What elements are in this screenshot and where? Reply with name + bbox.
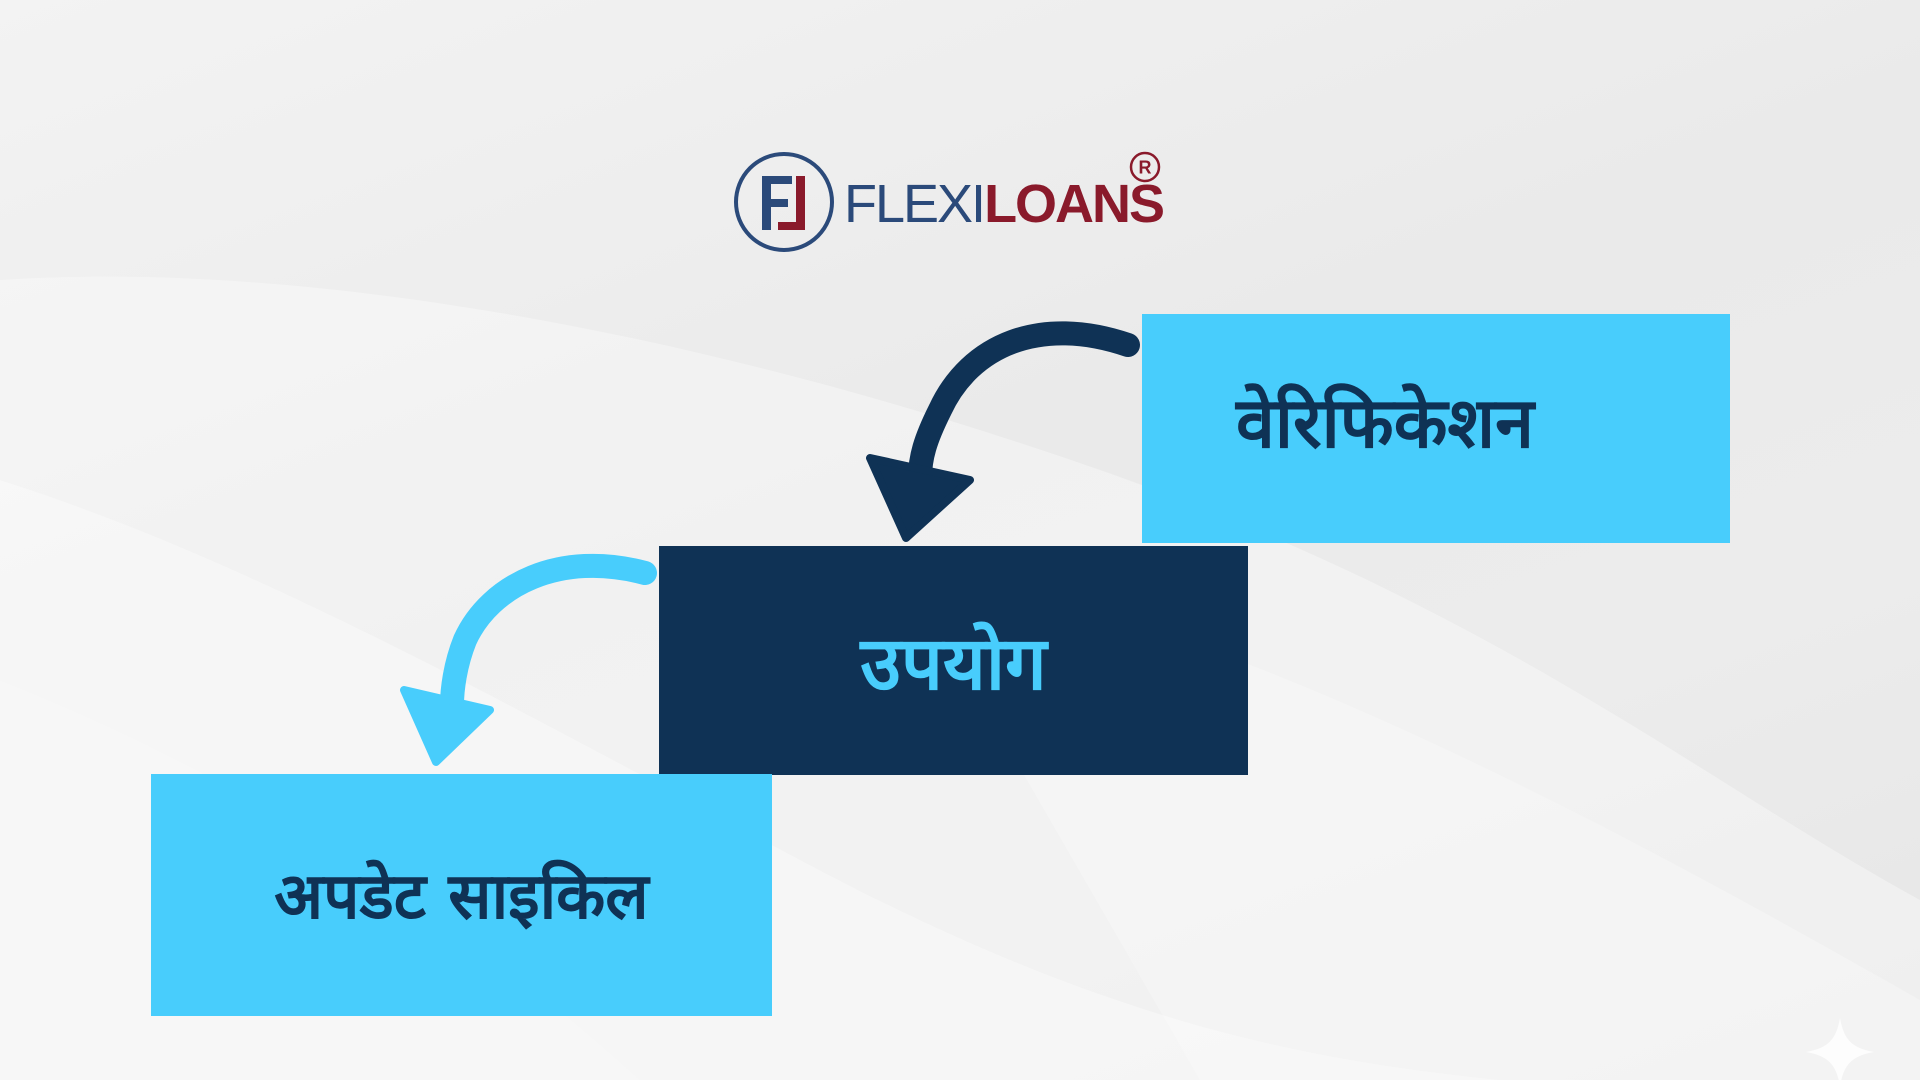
step-usage-label: उपयोग [860, 621, 1047, 707]
logo-text-loans: LOANS [984, 174, 1165, 234]
sparkle-icon [1806, 1018, 1874, 1080]
registered-trademark-icon: R [1129, 151, 1161, 183]
step-verification: वेरिफिकेशन [1142, 314, 1730, 543]
svg-text:R: R [1139, 158, 1152, 178]
flexiloans-logo-mark [734, 152, 834, 252]
flexiloans-wordmark: FLEXILOANS [844, 172, 1165, 236]
flexiloans-logo: FLEXILOANS R [732, 150, 1165, 260]
step-update-cycle: अपडेट साइकिल [151, 774, 772, 1016]
step-usage: उपयोग [659, 546, 1248, 775]
step-update-cycle-label: अपडेट साइकिल [274, 860, 649, 934]
step-verification-label: वेरिफिकेशन [1236, 382, 1534, 464]
logo-text-flexi: FLEXI [844, 174, 986, 234]
